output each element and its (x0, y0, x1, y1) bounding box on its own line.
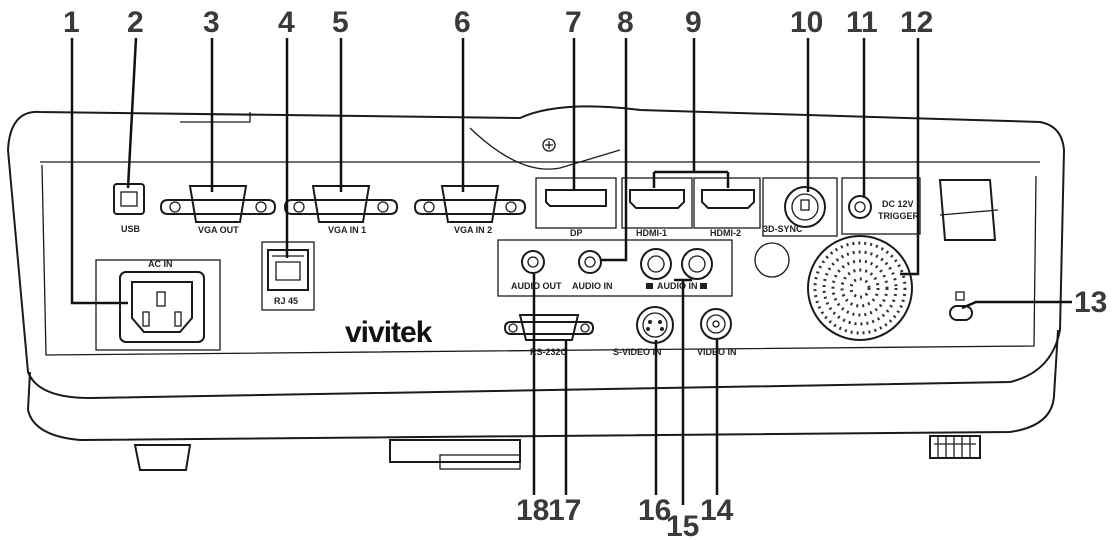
audio-out-label: AUDIO OUT (511, 281, 562, 291)
vga-in-1-label: VGA IN 1 (328, 225, 366, 235)
hdmi-1-label: HDMI-1 (636, 228, 667, 238)
callout-10: 10 (790, 6, 823, 39)
vga-in-2-port: VGA IN 2 (413, 185, 527, 235)
callout-3: 3 (203, 6, 220, 39)
trigger-label: TRIGGER (878, 211, 920, 221)
audio-in-rca-label: AUDIO IN (657, 281, 698, 291)
usb-port: USB (113, 183, 145, 234)
vga-in-2-label: VGA IN 2 (454, 225, 492, 235)
callout-17: 17 (548, 494, 581, 527)
callout-1: 1 (63, 6, 80, 39)
rs232c-label: RS-232C (530, 347, 568, 357)
vivitek-logo: vivitek (345, 316, 433, 349)
callout-numbers: 1 2 3 4 5 6 7 8 9 10 11 12 13 14 15 16 1… (63, 6, 1107, 540)
audio-ports-panel: AUDIO OUT AUDIO IN AUDIO IN (497, 239, 733, 297)
3d-sync-label: 3D-SYNC (763, 224, 803, 234)
kensington-lock-slot (949, 291, 973, 321)
audio-in-rca-jacks: AUDIO IN (640, 248, 713, 291)
dc-12v-label: DC 12V (882, 199, 914, 209)
vga-out-port: VGA OUT (159, 185, 277, 235)
callout-16: 16 (638, 494, 671, 527)
hdmi-2-label: HDMI-2 (710, 228, 741, 238)
projector-body (6, 105, 1066, 471)
callout-4: 4 (278, 6, 295, 39)
dp-label: DP (570, 228, 583, 238)
3d-sync-port: 3D-SYNC (762, 177, 838, 237)
callout-2: 2 (127, 6, 144, 39)
callout-7: 7 (565, 6, 582, 39)
dc-12v-trigger-port: DC 12V TRIGGER (841, 177, 921, 235)
vga-in-1-port: VGA IN 1 (283, 185, 399, 235)
audio-in-jack: AUDIO IN (572, 250, 613, 291)
audio-in-label: AUDIO IN (572, 281, 613, 291)
callout-13: 13 (1074, 286, 1107, 319)
audio-out-jack: AUDIO OUT (511, 250, 562, 291)
callout-9: 9 (685, 6, 702, 39)
displayport-port: DP (535, 177, 617, 238)
hdmi-1-port: HDMI-1 (621, 177, 693, 238)
leader-lines (70, 37, 1072, 505)
callout-12: 12 (900, 6, 933, 39)
ac-in-label: AC IN (148, 259, 173, 269)
ac-in-socket: AC IN (95, 259, 221, 351)
callout-15: 15 (666, 510, 699, 540)
vga-out-label: VGA OUT (198, 225, 239, 235)
callout-14: 14 (700, 494, 734, 527)
callout-11: 11 (846, 6, 878, 39)
s-video-in-label: S-VIDEO IN (613, 347, 662, 357)
callout-8: 8 (617, 6, 634, 39)
rj45-label: RJ 45 (274, 296, 298, 306)
callout-18: 18 (516, 494, 549, 527)
rs232c-port: RS-232C (503, 314, 595, 357)
callout-5: 5 (332, 6, 349, 39)
speaker-grille (754, 235, 913, 341)
usb-label: USB (121, 224, 141, 234)
callout-6: 6 (454, 6, 471, 39)
